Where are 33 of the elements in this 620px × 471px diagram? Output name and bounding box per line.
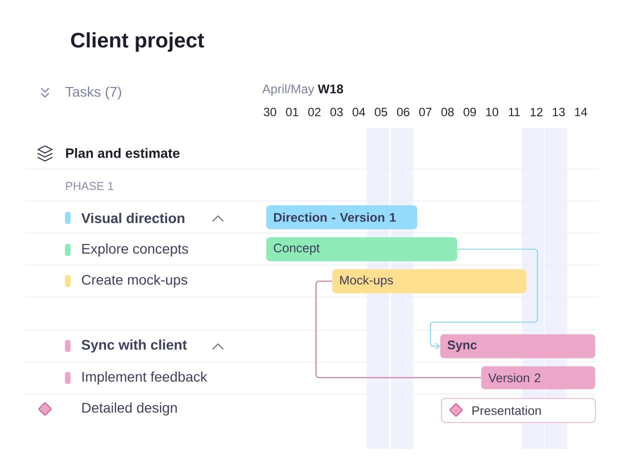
task-name: Implement feedback (82, 371, 208, 385)
section-title: Plan and estimate (66, 148, 180, 158)
day-number: 03 (330, 108, 343, 116)
day-number: 07 (419, 108, 432, 116)
day-number: 10 (486, 108, 498, 116)
task-name: Create mock-ups (82, 274, 188, 288)
task-bar: Mock-ups (332, 269, 526, 294)
task-bar: Concept (266, 237, 458, 262)
day-number: 30 (264, 108, 276, 116)
day-number: 02 (308, 108, 320, 116)
column-header: Tasks (7) (66, 86, 122, 100)
task-bar: Direction - Version 1 (266, 205, 418, 230)
phase-label: PHASE 1 (66, 182, 114, 190)
title: Client project (71, 32, 204, 52)
milestone-box: Presentation (441, 398, 596, 423)
task-bar: Sync (440, 334, 596, 358)
day-number: 09 (464, 108, 476, 116)
day-number: 01 (286, 108, 298, 116)
day-number: 14 (575, 108, 588, 116)
task-name: Detailed design (82, 402, 177, 416)
task-group-name: Visual direction (81, 212, 184, 224)
day-number: 08 (441, 108, 454, 116)
day-number: 04 (352, 108, 366, 116)
connector (430, 248, 538, 350)
day-number: 13 (552, 108, 565, 116)
connector (316, 280, 482, 378)
day-number: 11 (508, 108, 520, 116)
day-number: 12 (530, 108, 542, 116)
day-number: 06 (397, 108, 410, 116)
task-group-name: Sync with client (82, 339, 187, 353)
date-header: April/May W18 (262, 84, 344, 96)
day-number: 05 (374, 108, 388, 116)
task-name: Explore concepts (82, 243, 188, 257)
